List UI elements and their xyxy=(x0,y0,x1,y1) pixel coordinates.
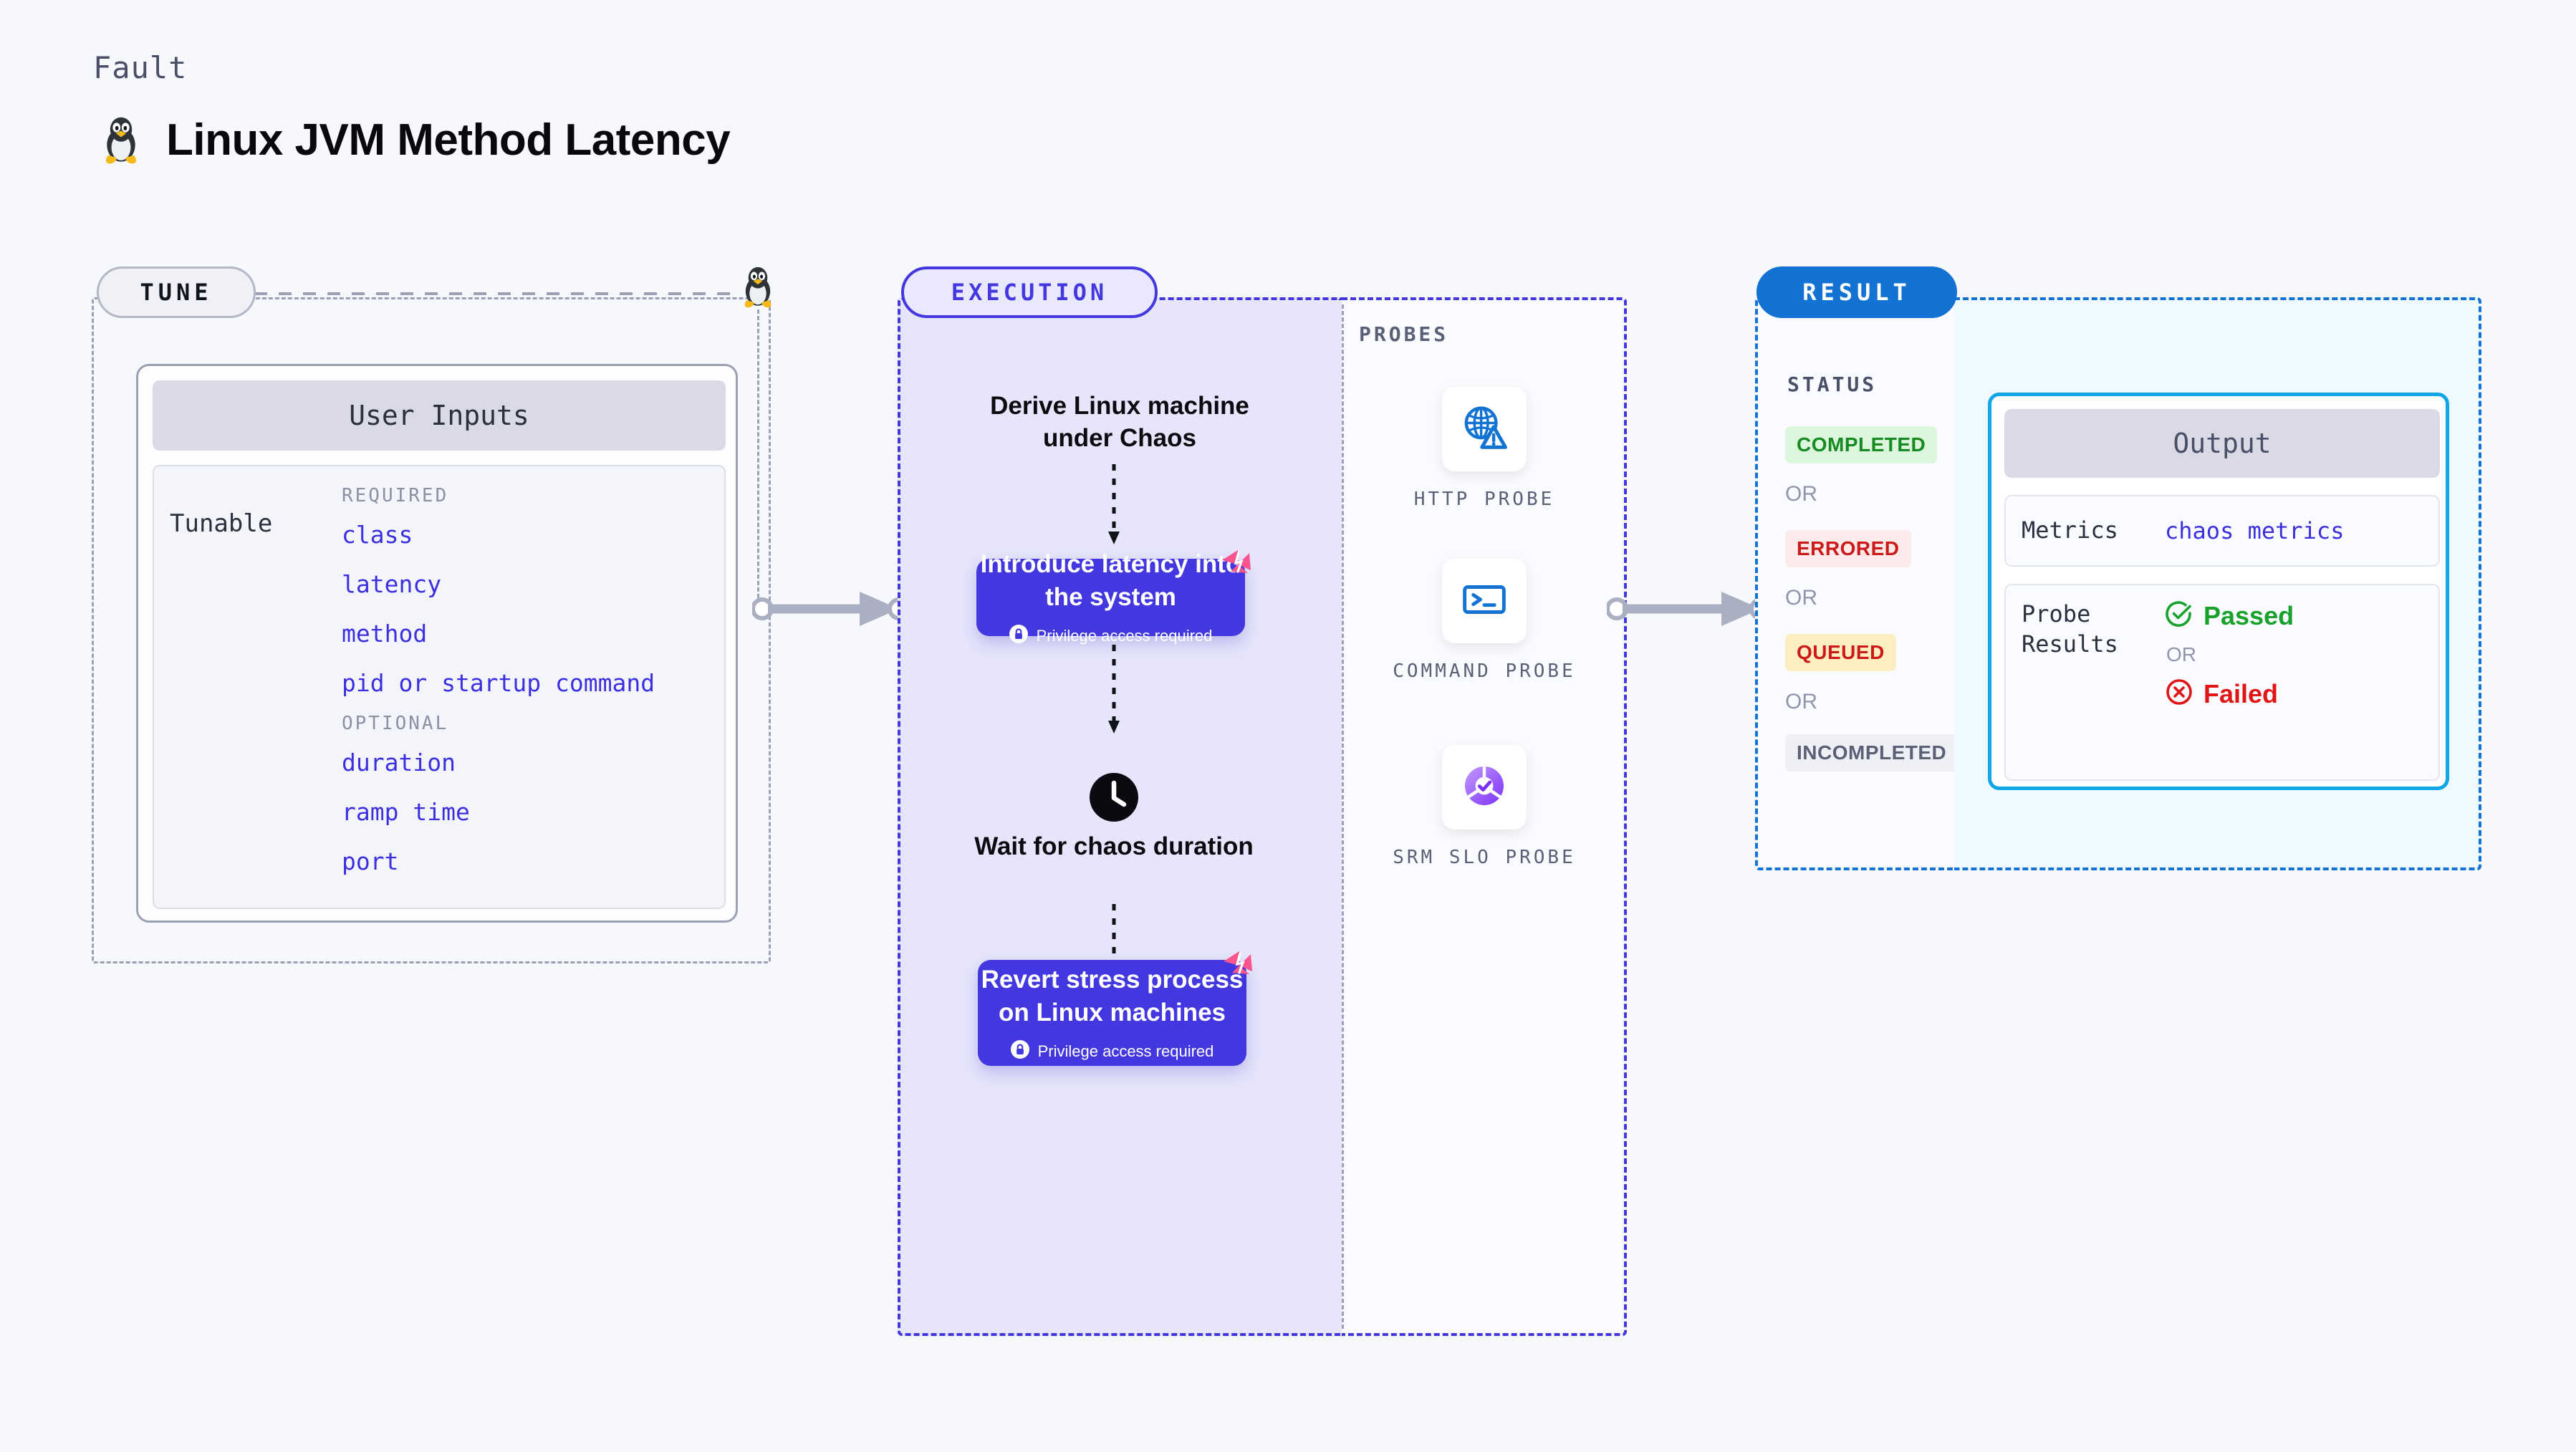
x-circle-icon xyxy=(2165,678,2193,710)
lock-icon xyxy=(1010,1040,1029,1062)
privilege-note-1: Privilege access required xyxy=(1036,626,1213,645)
probe-command[interactable]: COMMAND PROBE xyxy=(1391,559,1577,684)
execution-step-wait: Wait for chaos duration xyxy=(974,832,1254,860)
probe-command-tile[interactable] xyxy=(1442,559,1527,643)
arrow-down-1 xyxy=(1108,464,1120,544)
execution-action-introduce-latency[interactable]: Introduce latency into the system Privil… xyxy=(976,550,1251,645)
privilege-row-2: Privilege access required xyxy=(1010,1040,1214,1062)
chaos-icon xyxy=(1218,944,1258,988)
param-duration[interactable]: duration xyxy=(342,749,456,777)
param-class[interactable]: class xyxy=(342,521,413,549)
execution-action-revert-stress[interactable]: Revert stress process on Linux machines … xyxy=(978,951,1252,1066)
linux-tux-icon-small xyxy=(740,265,776,313)
param-port[interactable]: port xyxy=(342,847,399,875)
output-metrics-value[interactable]: chaos metrics xyxy=(2165,517,2345,544)
page-kicker: Fault xyxy=(93,50,188,85)
probe-result-or: OR xyxy=(2166,643,2196,665)
terminal-icon xyxy=(1459,574,1509,628)
chaos-icon xyxy=(1216,543,1256,587)
probe-result-passed: Passed xyxy=(2165,600,2294,632)
privilege-note-2: Privilege access required xyxy=(1037,1042,1214,1060)
tune-right-dashed-rail xyxy=(757,309,759,617)
probes-title: PROBES xyxy=(1359,322,1449,346)
privilege-row-1: Privilege access required xyxy=(1009,625,1213,647)
user-inputs-title: User Inputs xyxy=(153,380,726,451)
param-group-required-title: REQUIRED xyxy=(342,485,449,506)
probe-srm-slo-label: SRM SLO PROBE xyxy=(1393,847,1576,868)
status-badge-completed: COMPLETED xyxy=(1785,426,1938,463)
param-group-optional-title: OPTIONAL xyxy=(342,713,449,734)
globe-warning-icon xyxy=(1459,403,1509,456)
execution-action-revert-stress-label: Revert stress process on Linux machines xyxy=(981,966,1244,1027)
connector-execution-to-result xyxy=(1607,592,1772,626)
tune-pill-label[interactable]: TUNE xyxy=(97,266,256,318)
param-latency[interactable]: latency xyxy=(342,570,442,598)
param-method[interactable]: method xyxy=(342,620,428,648)
output-card: Output Metrics chaos metrics Probe Resul… xyxy=(1988,393,2449,790)
probe-result-failed: Failed xyxy=(2165,678,2294,710)
param-pid-or-startup-command[interactable]: pid or startup command xyxy=(342,669,655,697)
probe-result-values: Passed OR Failed xyxy=(2165,600,2294,765)
check-circle-icon xyxy=(2165,600,2193,632)
probe-http-tile[interactable] xyxy=(1442,387,1527,471)
output-row-metrics: Metrics chaos metrics xyxy=(2004,495,2440,567)
status-badge-errored: ERRORED xyxy=(1785,530,1911,567)
probe-result-passed-label: Passed xyxy=(2203,600,2294,630)
result-panel xyxy=(1755,297,1954,870)
clock-icon xyxy=(1087,771,1140,827)
status-badge-incompleted: INCOMPLETED xyxy=(1785,734,1959,771)
probe-http[interactable]: HTTP PROBE xyxy=(1391,387,1577,512)
probe-srm-slo[interactable]: SRM SLO PROBE xyxy=(1391,745,1577,870)
linux-tux-icon xyxy=(100,115,142,165)
probe-result-failed-label: Failed xyxy=(2203,678,2279,708)
execution-pill-label[interactable]: EXECUTION xyxy=(901,266,1158,318)
status-title: STATUS xyxy=(1787,372,1878,396)
output-metrics-key: Metrics xyxy=(2022,516,2118,544)
execution-step-derive: Derive Linux machine under Chaos xyxy=(990,392,1249,452)
tune-panel xyxy=(92,297,771,963)
execution-action-introduce-latency-label: Introduce latency into the system xyxy=(980,550,1241,611)
tunable-body: Tunable REQUIRED class latency method pi… xyxy=(153,465,726,909)
slo-donut-check-icon xyxy=(1458,760,1510,815)
user-inputs-card: User Inputs Tunable REQUIRED class laten… xyxy=(136,364,738,923)
connector-tune-to-execution xyxy=(752,592,910,626)
status-or-1: OR xyxy=(1785,482,1817,506)
arrow-down-2 xyxy=(1108,645,1120,734)
probe-http-label: HTTP PROBE xyxy=(1413,489,1555,510)
result-pill-label[interactable]: RESULT xyxy=(1756,266,1957,318)
tunable-label: Tunable xyxy=(170,509,273,538)
output-row-probe-results: Probe Results Passed OR xyxy=(2004,584,2440,781)
probes-left-rail xyxy=(1342,304,1344,1329)
status-or-2: OR xyxy=(1785,586,1817,610)
probe-command-label: COMMAND PROBE xyxy=(1393,660,1576,682)
output-title: Output xyxy=(2004,409,2440,478)
probe-srm-slo-tile[interactable] xyxy=(1442,745,1527,830)
status-badge-queued: QUEUED xyxy=(1785,634,1896,671)
param-ramp-time[interactable]: ramp time xyxy=(342,798,470,826)
page-title: Linux JVM Method Latency xyxy=(166,115,731,165)
tune-dashed-connector xyxy=(254,292,741,295)
param-list: REQUIRED class latency method pid or sta… xyxy=(342,485,655,908)
status-or-3: OR xyxy=(1785,690,1817,713)
lock-icon xyxy=(1009,625,1028,647)
output-probe-results-key: Probe Results xyxy=(2022,600,2118,658)
page-title-row: Linux JVM Method Latency xyxy=(100,115,731,165)
